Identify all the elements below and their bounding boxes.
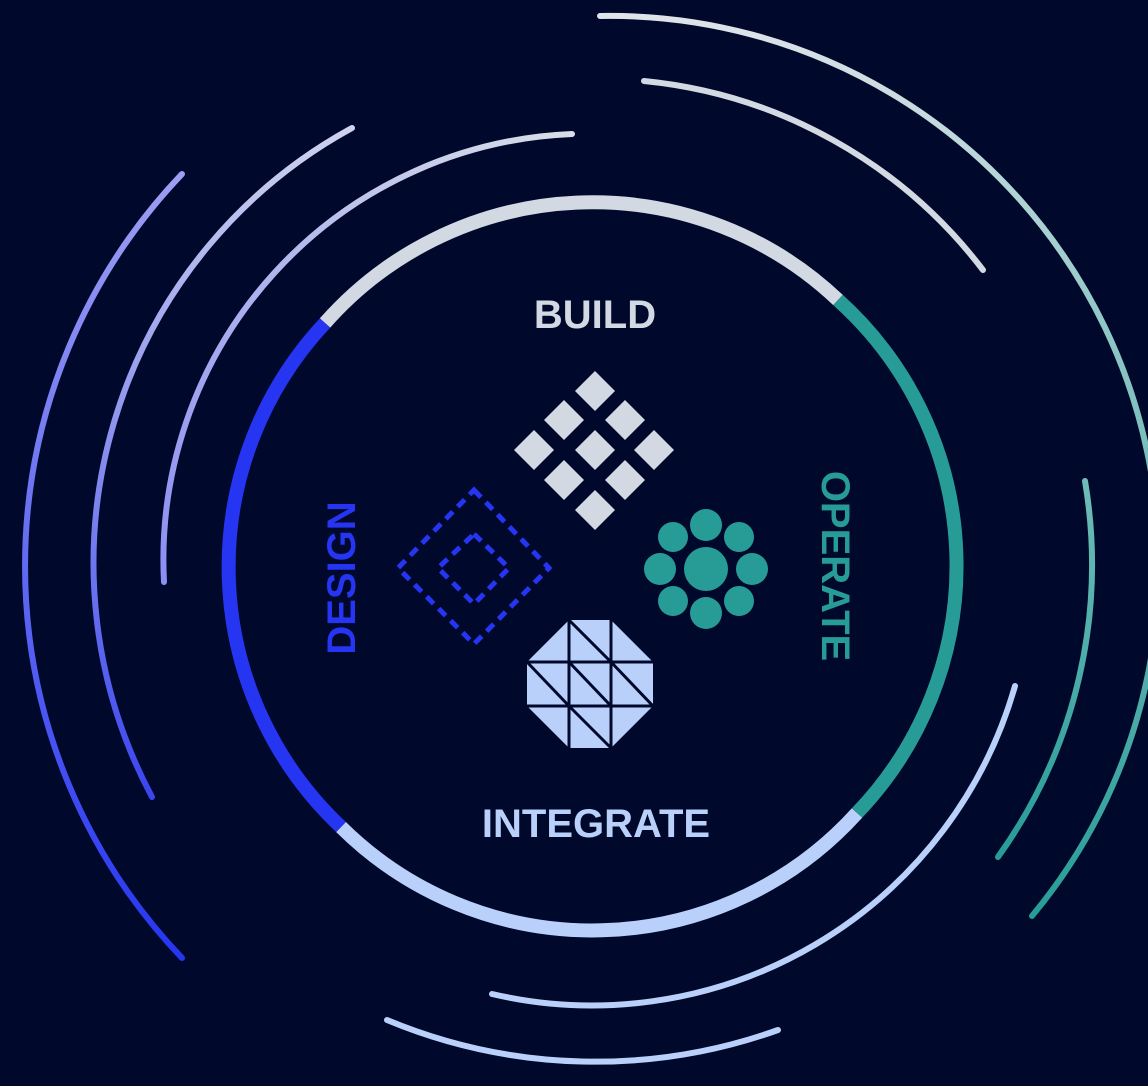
ring-segment-integrate (336, 808, 863, 938)
outer-arcs (22, 12, 1148, 1065)
stage-label-integrate: INTEGRATE (482, 802, 710, 846)
stage-label-design: DESIGN (320, 501, 364, 654)
diamond-grid-icon (514, 371, 674, 530)
outer-arc-bottom (384, 1017, 781, 1065)
outer-arc-right-inner (995, 478, 1095, 860)
outer-arc-left-inner (90, 125, 355, 800)
ring-segment-operate (833, 294, 964, 818)
ring-segment-build (319, 195, 843, 328)
dashed-diamond-icon (394, 486, 553, 648)
outer-arc-top-inner (641, 78, 986, 273)
octagon-triangles-icon (525, 618, 655, 750)
outer-arc-right-small (489, 683, 1018, 1009)
outer-arc-left-outer (22, 171, 185, 961)
outer-arc-upper-left (160, 131, 575, 585)
dot-cluster-icon (644, 509, 768, 629)
stage-ring (221, 195, 964, 938)
stage-label-build: BUILD (534, 293, 656, 337)
outer-arc-top-outer (597, 12, 1148, 919)
stage-label-operate: OPERATE (813, 471, 857, 661)
ring-segment-design (221, 318, 346, 833)
